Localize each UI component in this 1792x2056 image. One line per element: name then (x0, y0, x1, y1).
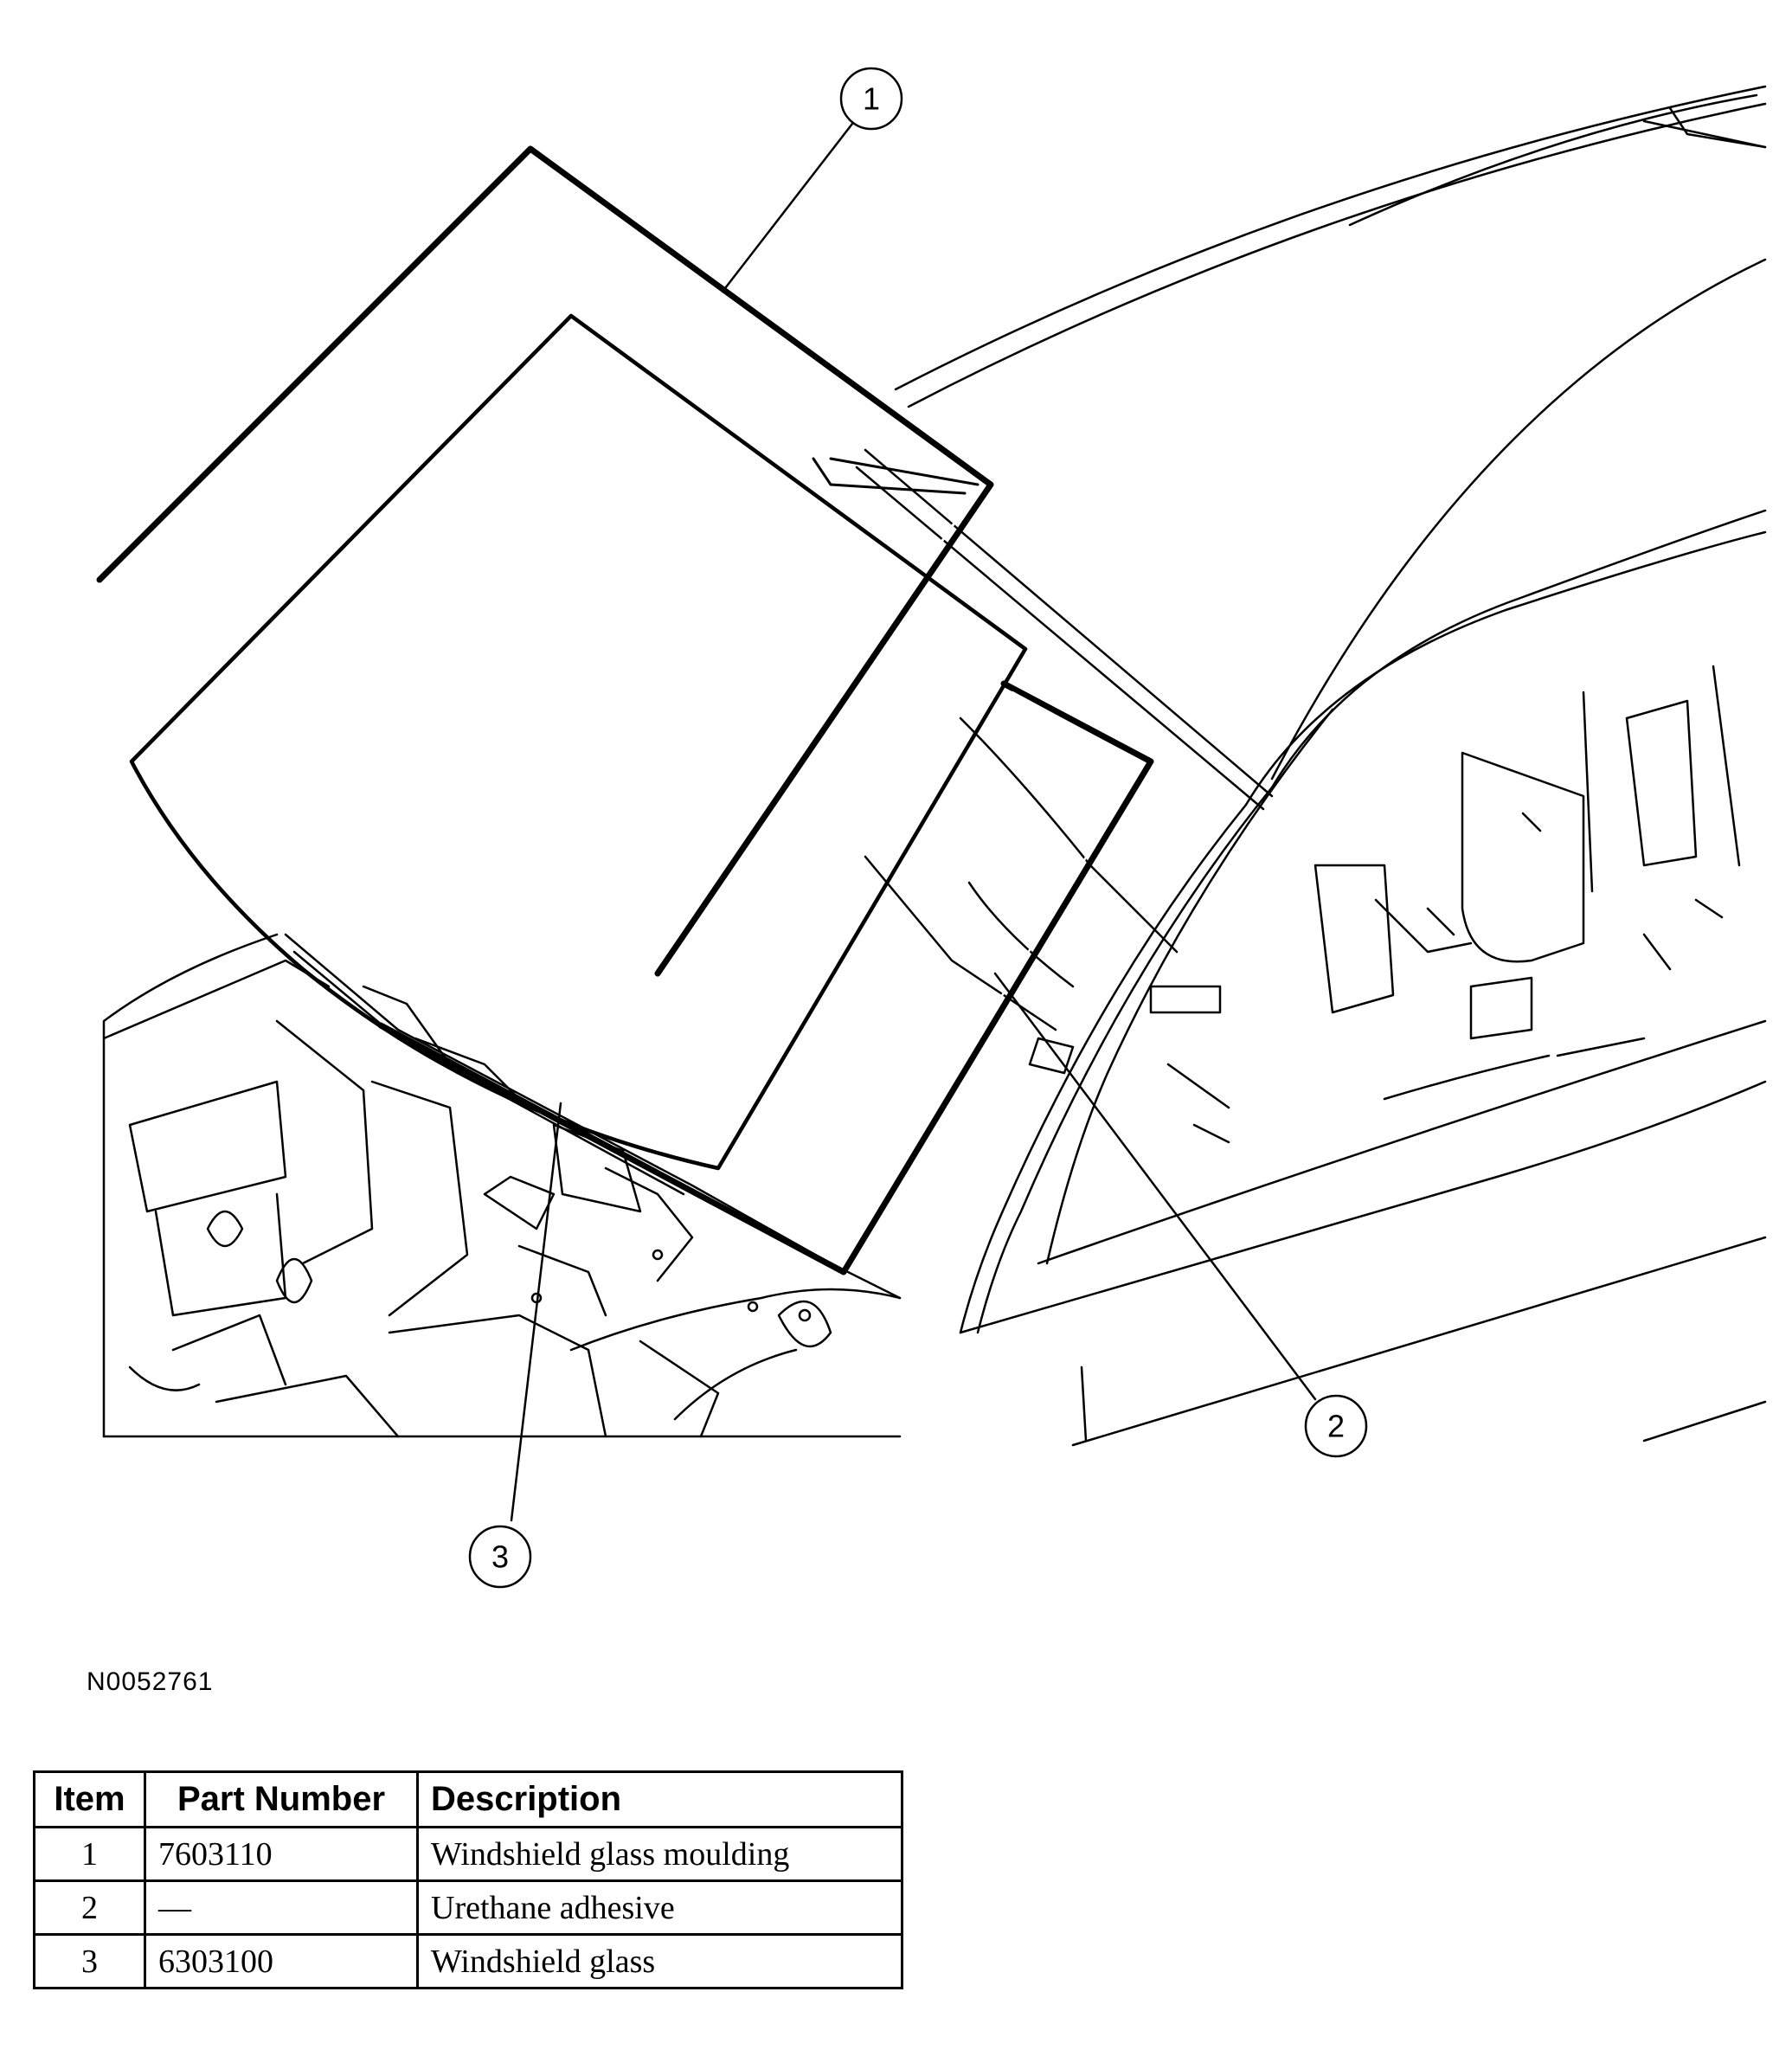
callout-3-number: 3 (491, 1539, 509, 1575)
row-part-number: 7603110 (144, 1826, 419, 1882)
callout-1: 1 (839, 67, 903, 131)
header-description: Description (416, 1770, 903, 1828)
row-item: 2 (33, 1879, 146, 1936)
leader-lines (510, 122, 1317, 1522)
row-part-number: — (144, 1879, 419, 1936)
row-description: Windshield glass moulding (416, 1826, 903, 1882)
callout-2-number: 2 (1327, 1409, 1345, 1444)
row-item: 1 (33, 1826, 146, 1882)
callout-2: 2 (1304, 1394, 1368, 1458)
urethane-adhesive-bead (377, 680, 1154, 1275)
row-description: Windshield glass (416, 1933, 903, 1989)
callout-1-number: 1 (863, 81, 880, 117)
header-item: Item (33, 1770, 146, 1828)
table-row: 3 6303100 Windshield glass (33, 1933, 903, 1989)
row-item: 3 (33, 1933, 146, 1989)
windshield-glass-moulding (96, 145, 994, 977)
windshield-glass (129, 313, 1028, 1171)
figure-id: N0052761 (87, 1667, 214, 1696)
table-row: 2 — Urethane adhesive (33, 1879, 903, 1936)
table-row: 1 7603110 Windshield glass moulding (33, 1826, 903, 1882)
header-part-number: Part Number (144, 1770, 419, 1828)
row-part-number: 6303100 (144, 1933, 419, 1989)
callout-3: 3 (468, 1525, 532, 1589)
parts-table: Item Part Number Description 1 7603110 W… (33, 1770, 903, 1989)
windshield-exploded-diagram: 1 2 3 (96, 67, 1767, 1589)
vehicle-body (102, 85, 1767, 1447)
table-header-row: Item Part Number Description (33, 1770, 903, 1828)
row-description: Urethane adhesive (416, 1879, 903, 1936)
